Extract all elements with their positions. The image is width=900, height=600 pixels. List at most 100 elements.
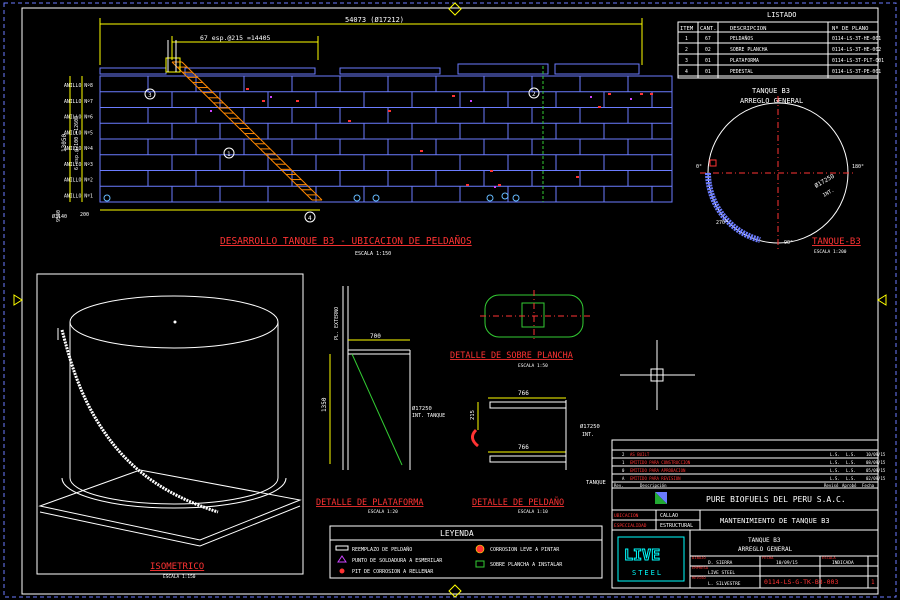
svg-text:1: 1	[227, 151, 231, 158]
sobre-title[interactable]: DETALLE DE SOBRE PLANCHA	[450, 351, 573, 361]
plan-tank-label: TANQUE B3	[752, 87, 790, 95]
listado-cell: 01	[705, 69, 711, 75]
corrosion-mark	[576, 176, 579, 178]
top-railing	[99, 63, 640, 75]
weld-mark	[270, 96, 272, 98]
ring-label: ANILLO Nº6	[64, 115, 93, 121]
dim-base-b: Ø3140	[52, 213, 67, 220]
listado-cell: PEDESTAL	[730, 69, 753, 75]
peld-dia-sub: INT.	[582, 432, 594, 438]
dim-total: 54073 (Ø17212)	[345, 16, 404, 24]
frame-marker-top	[448, 2, 462, 16]
ring-label: ANILLO Nº2	[64, 178, 93, 184]
scale-value: INDICADA	[832, 560, 854, 566]
tank-plan-view[interactable]: TANQUE B3 ARREGLO GENERAL 0° 90° 270° 18…	[696, 87, 864, 255]
detalle-peldano[interactable]: 766 215 766 Ø17250 INT. TANQUE DETALLE D…	[470, 390, 606, 515]
tank-dev-title[interactable]: DESARROLLO TANQUE B3 - UBICACION DE PELD…	[220, 236, 472, 247]
balloon-3: 3	[144, 88, 156, 100]
nozzle-mark	[501, 192, 509, 200]
iso-scale: ESCALA 1:150	[163, 574, 196, 580]
peld-scale: ESCALA 1:10	[518, 509, 548, 515]
plan-title[interactable]: TANQUE-B3	[812, 237, 861, 247]
corrosion-mark	[640, 93, 643, 95]
revision-cell: L.S.	[846, 460, 856, 465]
legend-sobre-icon	[475, 560, 485, 568]
frame-marker-left	[13, 294, 23, 306]
corrosion-mark	[246, 88, 249, 90]
revision-cell: 2	[622, 452, 625, 457]
dim-base-a: 9540	[56, 210, 62, 222]
dim-steps: 67 esp.@215 =14405	[200, 34, 271, 42]
listado-cell: SOBRE PLANCHA	[730, 47, 768, 53]
plat-dim-w: 700	[370, 333, 381, 340]
svg-text:3: 3	[148, 92, 152, 99]
listado-cell: 4	[685, 69, 688, 75]
revision-header: Descripción	[640, 483, 667, 488]
leyenda[interactable]: LEYENDA REEMPLAZO DE PELDAÑO PUNTO DE SO…	[329, 525, 603, 579]
revision-header: Rev.	[614, 483, 624, 488]
peld-dim-top: 766	[518, 390, 529, 397]
listado-cell: 0114-LS-3T-PE-001	[832, 69, 881, 75]
iso-title[interactable]: ISOMETRICO	[150, 562, 204, 572]
live-steel-logo: LIVE STEEL	[617, 536, 685, 582]
listado-cell: 2	[685, 47, 688, 53]
frame-marker-right	[877, 294, 887, 306]
revision-cell: EMITIDO PARA APROBACION	[630, 468, 686, 473]
checked-value: L. SILVESTRE	[708, 581, 741, 587]
ring-label: ANILLO Nº8	[64, 83, 93, 89]
plan-angle-a: 0°	[696, 164, 702, 170]
weld-mark	[590, 96, 592, 98]
corrosion-mark	[598, 106, 601, 108]
revision-cell: L.S.	[846, 452, 856, 457]
weld-mark	[210, 110, 212, 112]
listado-cell: 0114-LS-3T-PLT-001	[832, 58, 884, 64]
plan-angle-b: 90°	[784, 240, 793, 246]
listado-cell: 67	[705, 36, 711, 42]
peld-title[interactable]: DETALLE DE PELDAÑO	[472, 497, 564, 508]
plat-dia-sub: INT. TANQUE	[412, 413, 445, 419]
weld-mark	[630, 98, 632, 100]
sheet-number: 1	[871, 579, 875, 586]
plan-scale: ESCALA 1:200	[814, 249, 847, 255]
company-label: EMPRESA	[692, 565, 709, 570]
corrosion-mark	[608, 93, 611, 95]
detalle-sobre-plancha[interactable]: DETALLE DE SOBRE PLANCHA ESCALA 1:50	[450, 290, 590, 369]
revision-cell: L.S.	[830, 452, 840, 457]
balloon-1: 1	[223, 147, 235, 159]
ring-label: ANILLO Nº7	[64, 99, 93, 105]
revision-cell: L.S.	[830, 468, 840, 473]
crosshair-cursor	[620, 340, 695, 410]
revision-header: Aprobó	[842, 483, 857, 488]
legend-item-0: REEMPLAZO DE PELDAÑO	[352, 546, 412, 553]
detalle-plataforma[interactable]: 700 1350 PL. EXTERNO Ø17250 INT. TANQUE …	[316, 286, 445, 515]
isometric-view[interactable]: ISOMETRICO ESCALA 1:150	[36, 273, 304, 580]
tank-dev-scale: ESCALA 1:150	[355, 251, 391, 257]
legend-item-3: CORROSION LEVE A PINTAR	[490, 547, 560, 553]
listado-cell: PLATAFORMA	[730, 58, 759, 64]
revision-cell: 1	[622, 460, 625, 465]
balloon-2: 2	[528, 87, 540, 99]
discipline-value: ESTRUCTURAL	[660, 523, 693, 529]
leyenda-title: LEYENDA	[440, 529, 474, 538]
stairway	[165, 40, 323, 201]
listado-header: Nº DE PLANO	[832, 25, 868, 32]
plan-tank-sub: ARREGLO GENERAL	[740, 97, 803, 105]
legend-item-4: SOBRE PLANCHA A INSTALAR	[490, 562, 563, 568]
tank-development-view[interactable]: 54073 (Ø17212) 67 esp.@215 =14405	[52, 16, 673, 257]
revision-cell: L.S.	[830, 476, 840, 481]
inspection-marks	[103, 88, 653, 202]
corrosion-mark	[498, 184, 501, 186]
nozzle-mark	[353, 194, 361, 202]
corrosion-mark	[650, 93, 653, 95]
date-label: FECHA	[762, 555, 774, 560]
legend-weld-icon	[337, 555, 347, 563]
revision-cell: EMITIDO PARA CONSTRUCCION	[630, 460, 691, 465]
plat-title[interactable]: DETALLE DE PLATAFORMA	[316, 498, 423, 508]
corrosion-mark	[388, 110, 391, 112]
dim-height: 13050	[61, 134, 68, 152]
checked-label: REVISO	[692, 575, 706, 580]
revision-cell: 02/09/15	[866, 476, 886, 481]
